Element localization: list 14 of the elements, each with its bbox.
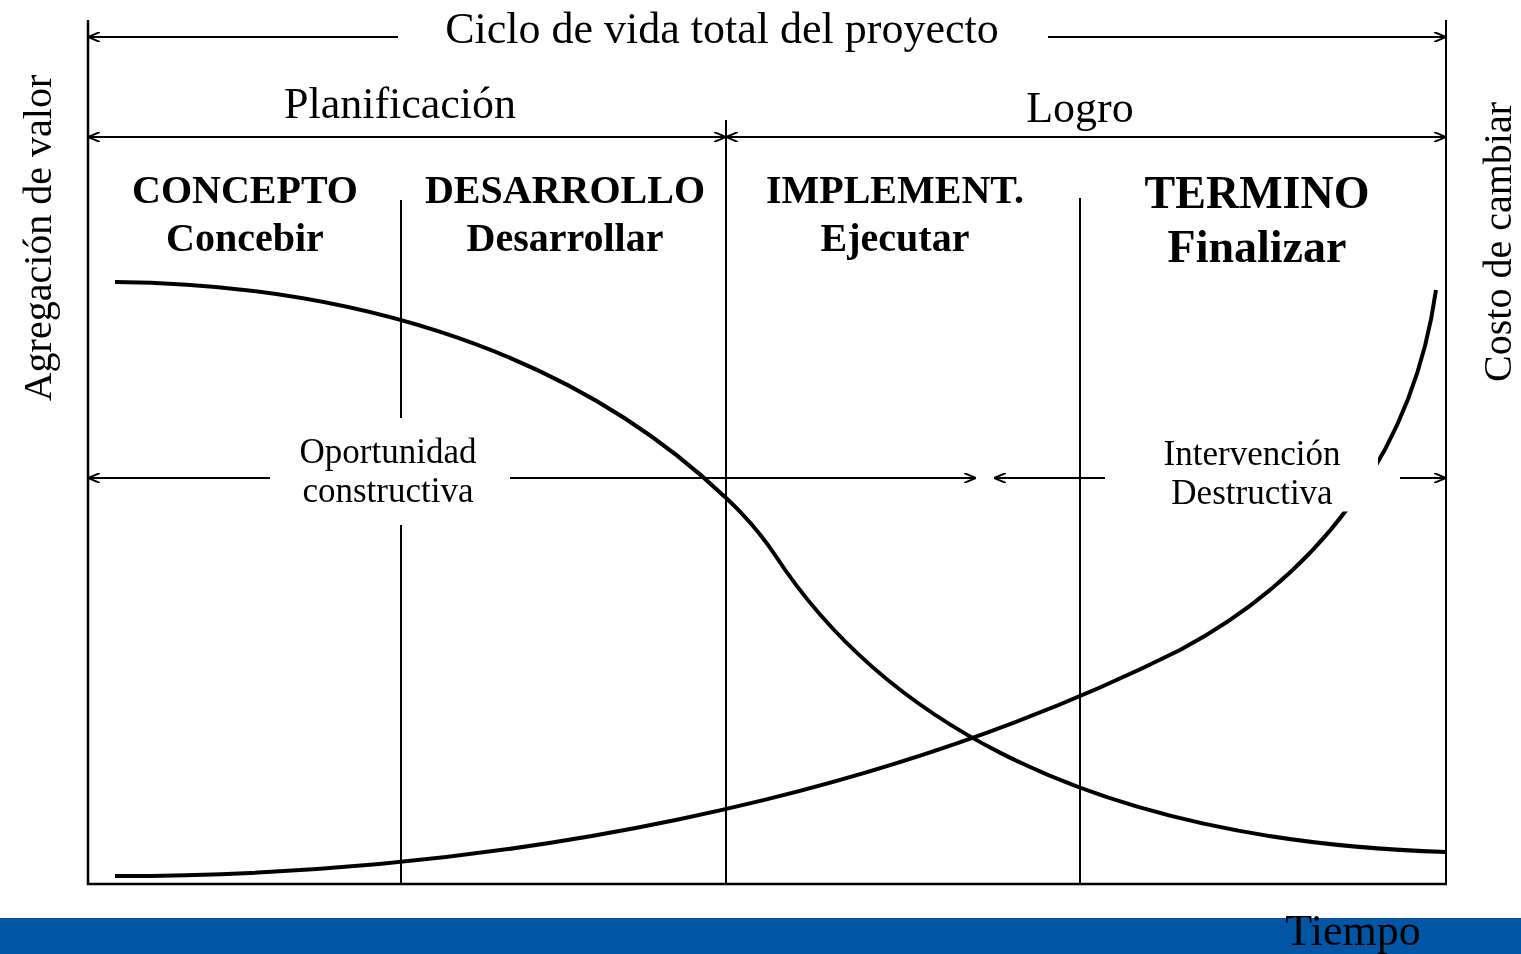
axis-title: Tiempo	[1285, 906, 1421, 954]
axis-title: Costo de cambiar	[1476, 102, 1520, 382]
phase-title: CONCEPTO	[132, 168, 358, 212]
phase-subtitle: Concebir	[166, 216, 324, 260]
region-label: Oportunidad constructiva	[298, 432, 478, 510]
phase-subtitle: Desarrollar	[466, 216, 664, 260]
phase-title: DESARROLLO	[424, 168, 706, 212]
span-label: Logro	[1026, 83, 1134, 133]
span-label: Planificación	[283, 79, 517, 129]
phase-title: TERMINO	[1144, 167, 1370, 219]
axis-title: Agregación de valor	[16, 74, 60, 402]
phase-subtitle: Ejecutar	[820, 216, 970, 260]
phase-subtitle: Finalizar	[1167, 221, 1347, 273]
phase-title: IMPLEMENT.	[765, 168, 1025, 212]
